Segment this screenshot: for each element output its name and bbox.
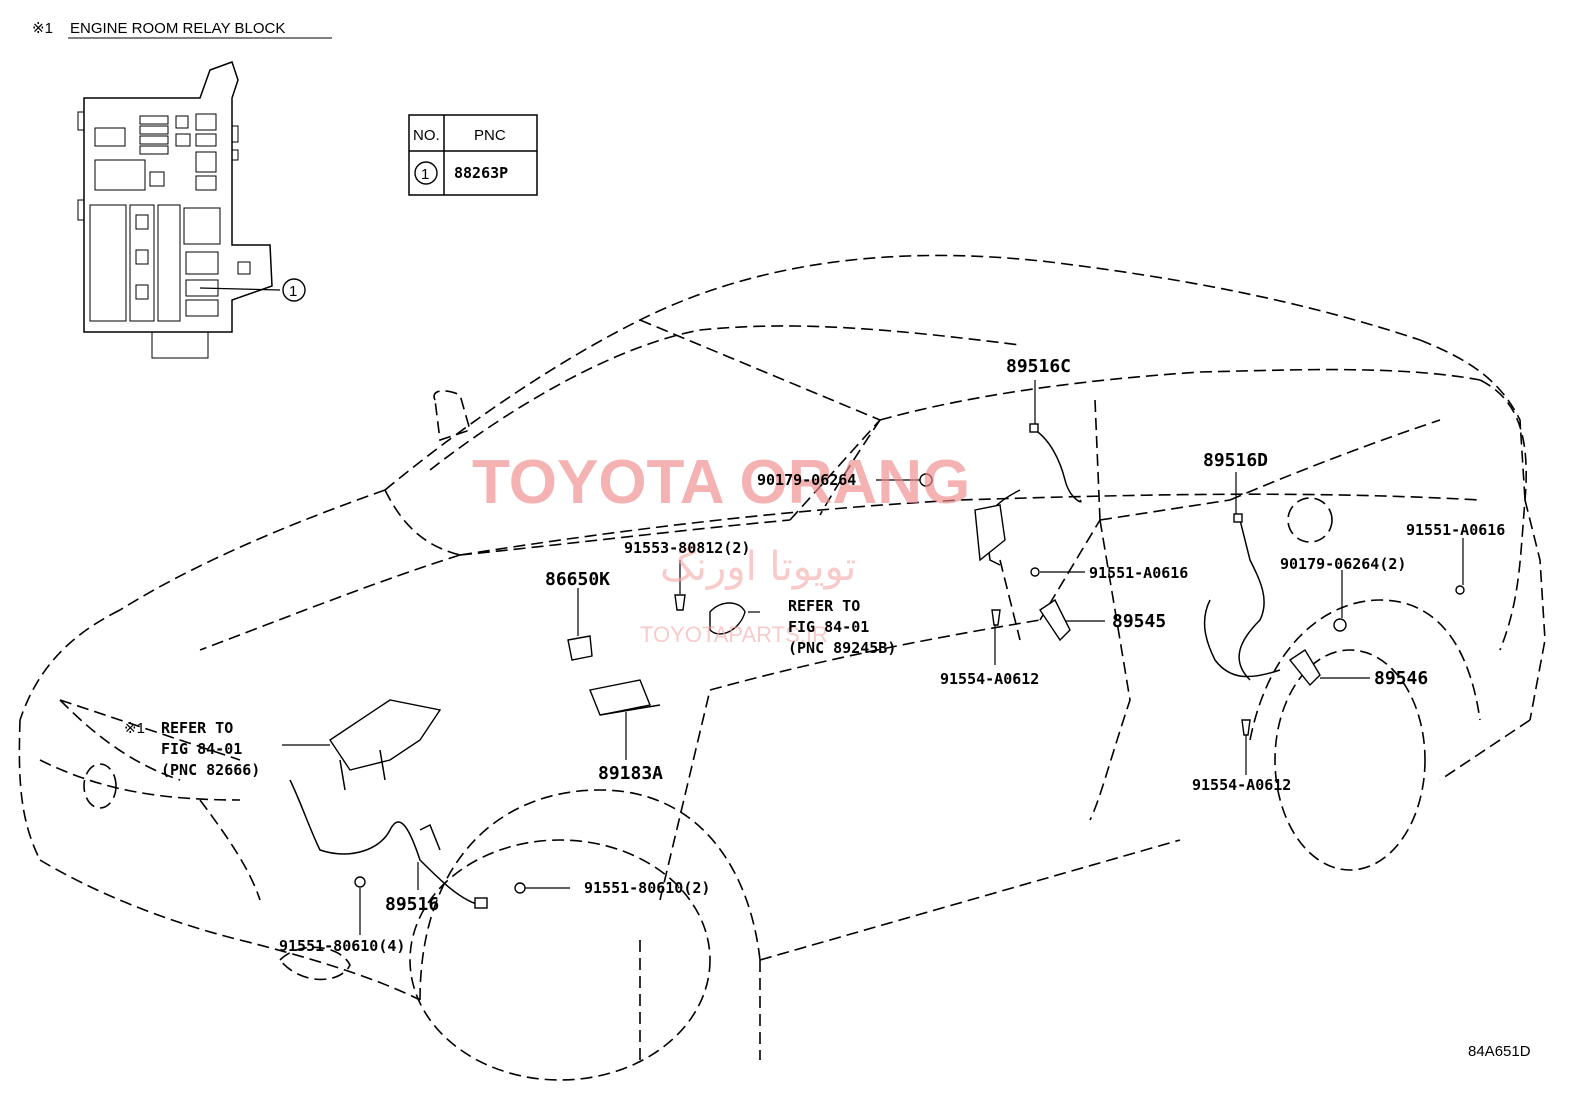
- parts-layer: [289, 423, 1465, 909]
- label-90179-06264-2: 90179-06264(2): [1280, 555, 1406, 573]
- pnc-table: NO. PNC 1 88263P: [408, 114, 538, 196]
- label-90179-06264: 90179-06264: [757, 471, 856, 489]
- relay-block-header: ※1 ENGINE ROOM RELAY BLOCK: [32, 20, 332, 39]
- label-91551-A0616-b: 91551-A0616: [1406, 521, 1505, 539]
- label-89516C: 89516C: [1006, 356, 1071, 377]
- part-labels: 89516C 89516D 90179-06264 90179-06264(2)…: [124, 356, 1505, 955]
- relay-block-drawing: [77, 61, 281, 359]
- label-refer-b-line1: REFER TO: [161, 719, 233, 737]
- label-91553-80812: 91553-80812(2): [624, 539, 750, 557]
- pnc-table-col-no: NO.: [413, 127, 440, 144]
- label-89545: 89545: [1112, 611, 1166, 632]
- pnc-table-row-pnc: 88263P: [454, 164, 508, 182]
- label-91554-A0612-a: 91554-A0612: [940, 670, 1039, 688]
- car-outline: [18, 254, 1546, 1081]
- label-refer-a-line1: REFER TO: [788, 597, 860, 615]
- label-refer-a-line2: FIG 84-01: [788, 618, 869, 636]
- label-86650K: 86650K: [545, 569, 610, 590]
- callout-1: 1: [282, 278, 306, 302]
- callout-1-number: 1: [289, 283, 297, 300]
- header-title: ENGINE ROOM RELAY BLOCK: [70, 20, 285, 37]
- label-91551-80610-4: 91551-80610(4): [279, 937, 405, 955]
- watermark-arabic: تویوتا اورنگ: [660, 544, 856, 590]
- label-91554-A0612-b: 91554-A0612: [1192, 776, 1291, 794]
- label-89516D: 89516D: [1203, 450, 1268, 471]
- figure-code: 84A651D: [1468, 1043, 1531, 1060]
- watermark: TOYOTA ORANG تویوتا اورنگ TOYOTAPARTS.IR: [472, 448, 970, 647]
- label-91551-A0616-a: 91551-A0616: [1089, 564, 1188, 582]
- label-91551-80610-2: 91551-80610(2): [584, 879, 710, 897]
- label-refer-b-line2: FIG 84-01: [161, 740, 242, 758]
- pnc-table-col-pnc: PNC: [474, 127, 506, 144]
- pnc-table-row-no: 1: [421, 166, 429, 183]
- label-89546: 89546: [1374, 668, 1428, 689]
- leader-lines: [282, 380, 1464, 935]
- label-refer-b-mark: ※1: [124, 720, 145, 737]
- label-refer-a-line3: (PNC 89245B): [788, 639, 896, 657]
- label-refer-b-line3: (PNC 82666): [161, 761, 260, 779]
- label-89183A: 89183A: [598, 763, 663, 784]
- label-89516: 89516: [385, 894, 439, 915]
- header-ref-mark: ※1: [32, 20, 53, 37]
- watermark-main: TOYOTA ORANG: [472, 448, 970, 517]
- watermark-small: TOYOTAPARTS.IR: [640, 622, 828, 647]
